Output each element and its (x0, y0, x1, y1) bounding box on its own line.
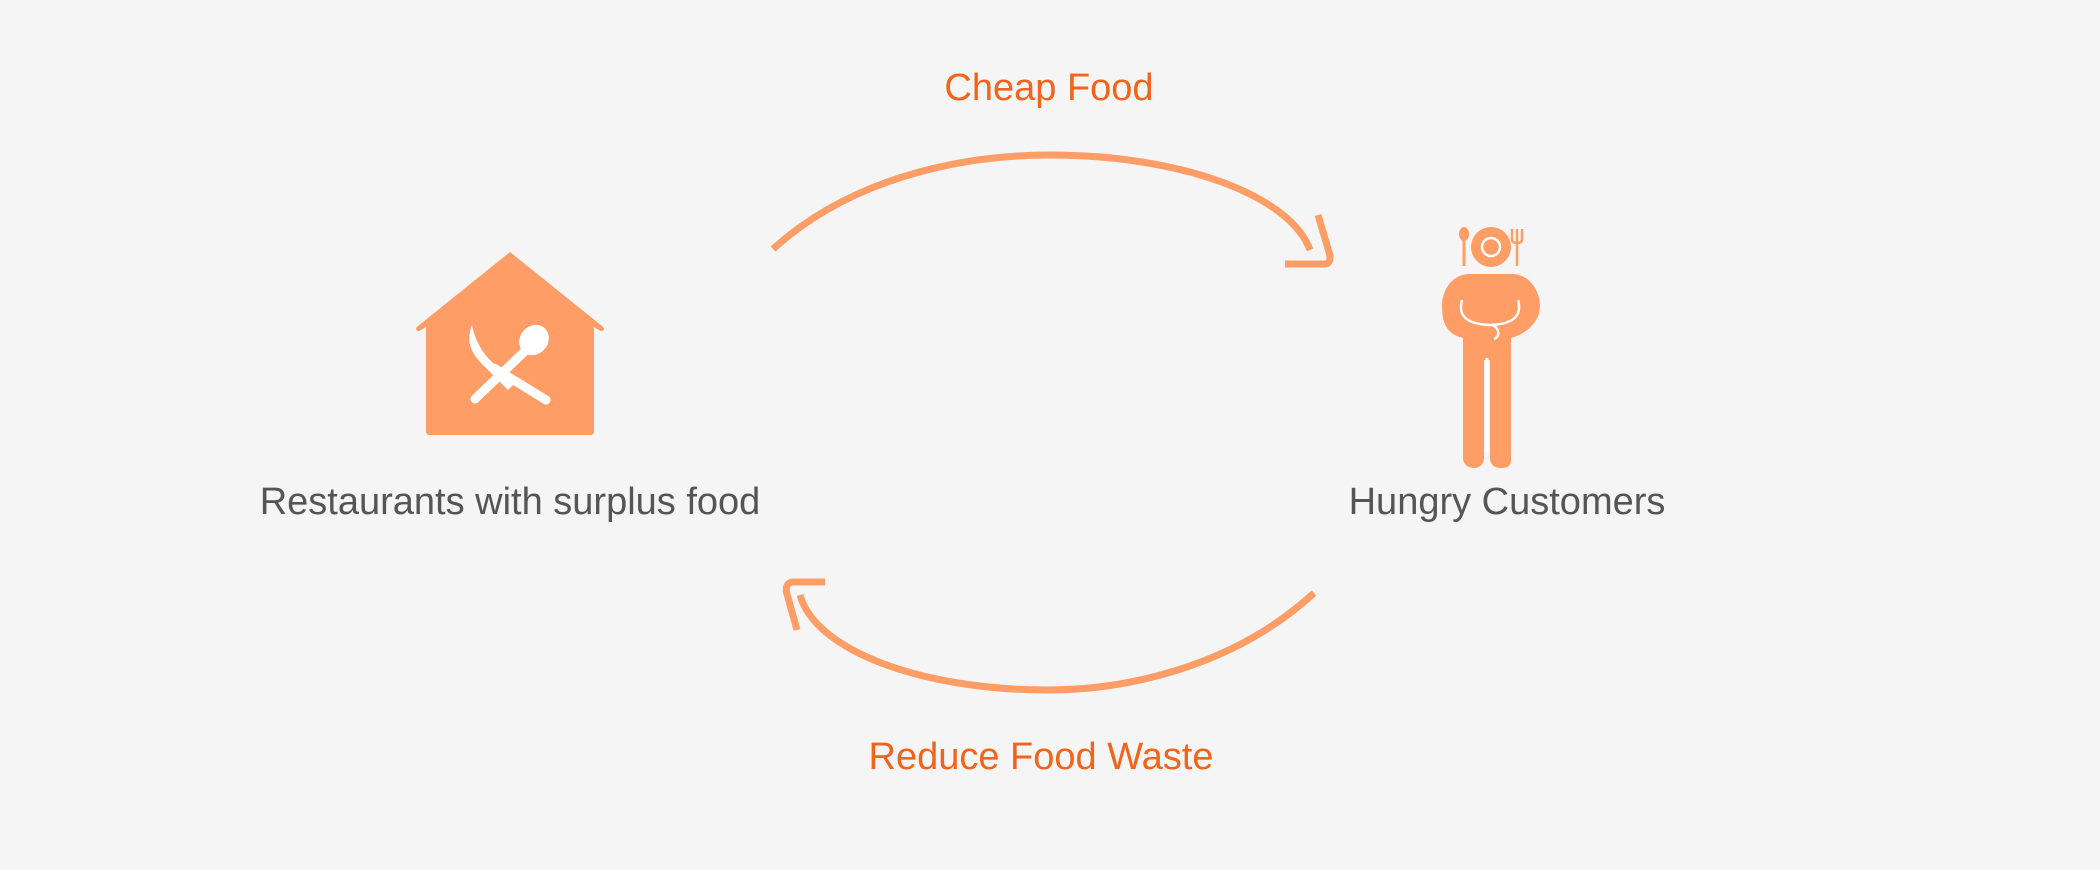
top-flow-label: Cheap Food (944, 67, 1154, 109)
restaurant-house-icon (416, 252, 604, 435)
bottom-arc (796, 590, 1317, 694)
hungry-person-icon (1442, 227, 1540, 468)
fork-icon (1510, 229, 1524, 266)
bottom-flow-arrow (782, 578, 1317, 694)
bottom-arrowhead (782, 578, 825, 631)
top-arc (770, 151, 1314, 252)
bottom-flow-label: Reduce Food Waste (868, 736, 1214, 778)
spoon-icon (470, 324, 549, 404)
top-arrowhead (1285, 214, 1334, 268)
customers-label: Hungry Customers (1348, 481, 1666, 523)
plate-icon (1471, 227, 1511, 267)
top-flow-arrow (770, 151, 1334, 268)
restaurants-label: Restaurants with surplus food (259, 481, 761, 523)
